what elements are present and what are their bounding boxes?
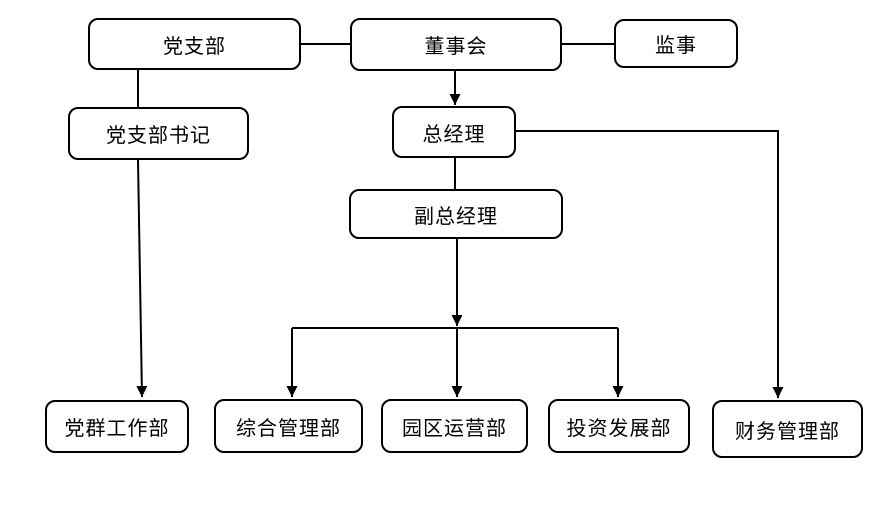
node-party-masses-work-dept: 党群工作部 [45, 400, 189, 453]
node-general-management-dept: 综合管理部 [214, 399, 363, 453]
node-supervisor: 监事 [614, 19, 738, 68]
node-general-manager: 总经理 [392, 106, 516, 158]
edge-secretary-to-party-masses-arrow [136, 159, 148, 398]
node-deputy-general-manager: 副总经理 [349, 189, 563, 239]
node-finance-management-dept: 财务管理部 [712, 400, 863, 458]
node-investment-development-dept: 投资发展部 [548, 399, 690, 453]
node-park-operations-dept: 园区运营部 [381, 399, 528, 453]
node-party-branch: 党支部 [88, 18, 301, 70]
node-board-of-directors: 董事会 [350, 18, 562, 71]
edge-gm-to-finance-arrow [516, 130, 784, 398]
node-party-branch-secretary: 党支部书记 [68, 107, 249, 160]
